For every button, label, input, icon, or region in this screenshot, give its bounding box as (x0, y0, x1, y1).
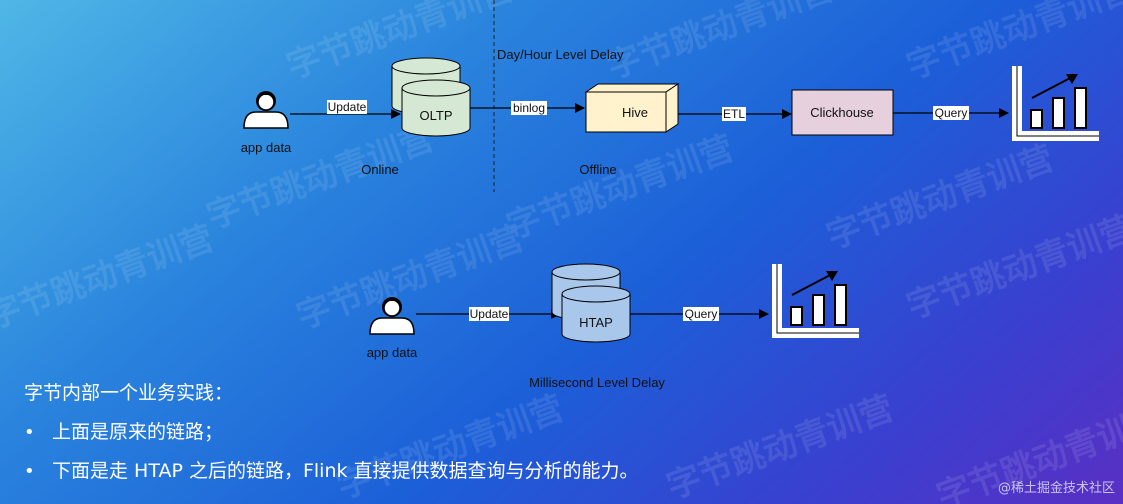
bottom-delay-label: Millisecond Level Delay (529, 375, 665, 390)
top-delay-label: Day/Hour Level Delay (497, 47, 624, 62)
bottom-query-label: Query (685, 307, 718, 321)
oltp-database-icon (391, 57, 471, 137)
bullet-text: 上面是原来的链路； (52, 421, 224, 443)
etl-label-bg (722, 107, 746, 121)
bullet-item: • 下面是走 HTAP 之后的链路，Flink 直接提供数据查询与分析的能力。 (24, 456, 639, 483)
clickhouse-box (791, 89, 894, 136)
bullet-list: 字节内部一个业务实践： • 上面是原来的链路； • 下面是走 HTAP 之后的链… (24, 378, 639, 495)
offline-label: Offline (579, 162, 616, 177)
update-label-bg (327, 100, 367, 114)
top-user-label: app data (241, 140, 292, 155)
hive-storage-icon (584, 83, 680, 133)
bullet-text: 下面是走 HTAP 之后的链路，Flink 直接提供数据查询与分析的能力。 (52, 460, 639, 482)
etl-label: ETL (723, 107, 745, 121)
analytics-chart-icon (1012, 66, 1099, 141)
bullet-dot-icon: • (24, 461, 35, 482)
bullet-item: • 上面是原来的链路； (24, 417, 639, 444)
bullet-dot-icon: • (24, 422, 35, 443)
clickhouse-label: Clickhouse (810, 105, 874, 120)
bottom-query-label-bg (683, 307, 719, 321)
htap-database-icon (551, 263, 631, 343)
binlog-label: binlog (513, 101, 545, 115)
user-icon (369, 297, 415, 335)
bullet-heading: 字节内部一个业务实践： (24, 382, 234, 404)
bottom-user-label: app data (367, 345, 418, 360)
footer-source: @稀土掘金技术社区 (997, 481, 1115, 496)
oltp-label: OLTP (420, 108, 453, 123)
top-query-label-bg (933, 106, 969, 120)
binlog-label-bg (511, 101, 547, 115)
htap-label: HTAP (579, 315, 613, 330)
bottom-update-label-bg (469, 307, 509, 321)
top-query-label: Query (935, 106, 968, 120)
analytics-chart-icon (772, 264, 859, 338)
update-label: Update (328, 100, 367, 114)
user-icon (243, 91, 289, 129)
bottom-update-label: Update (470, 307, 509, 321)
hive-label: Hive (622, 105, 648, 120)
online-label: Online (361, 162, 399, 177)
